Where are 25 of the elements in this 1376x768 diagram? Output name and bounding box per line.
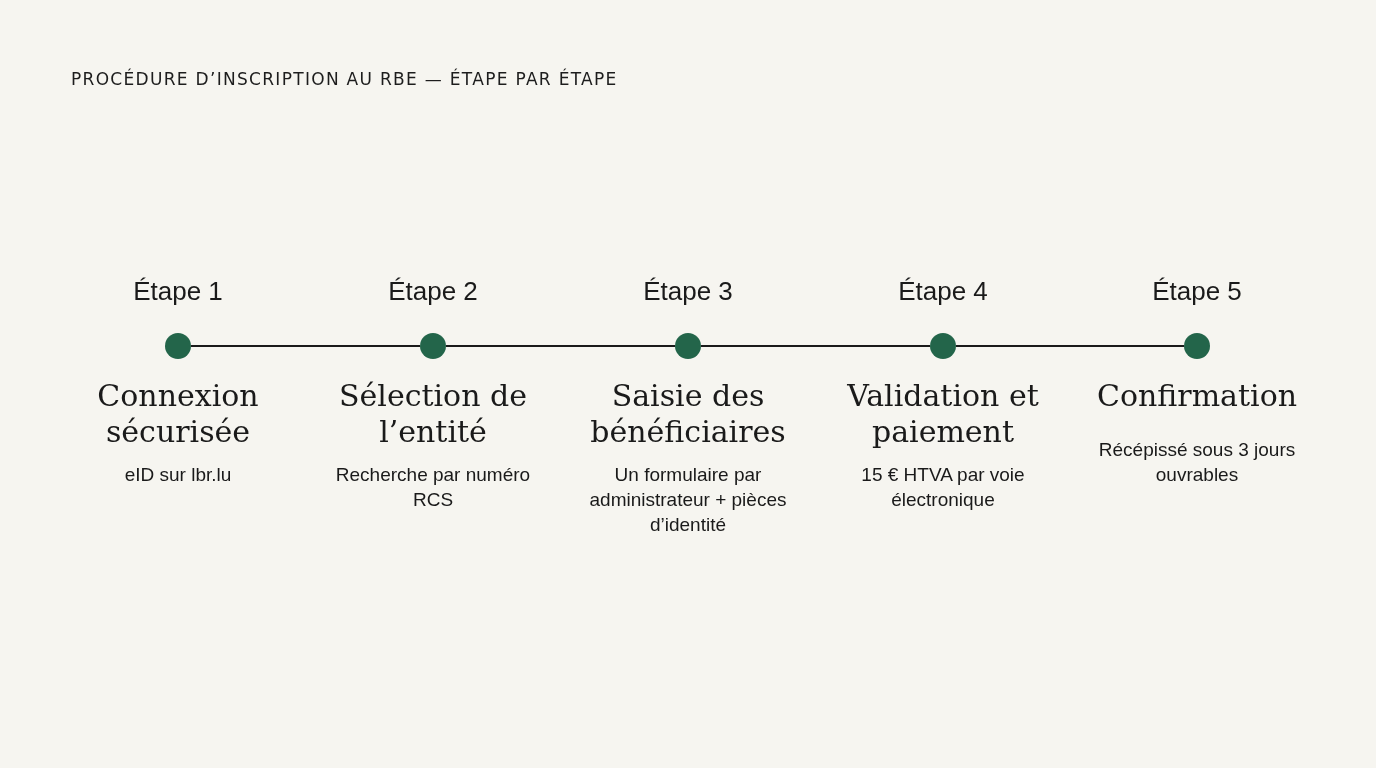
step-dot — [675, 333, 701, 359]
step-description: Récépissé sous 3 jours ouvrables — [1097, 438, 1297, 487]
diagram-title: PROCÉDURE D’INSCRIPTION AU RBE — ÉTAPE PAR ÉTAPE — [71, 69, 618, 89]
connector-line — [191, 344, 420, 348]
connector-line — [446, 344, 675, 348]
step-description: Un formulaire par administrateur + pièces d’identité — [588, 463, 788, 537]
step-title: Confirmation — [1095, 378, 1299, 414]
step-title: Saisie des bénéficiaires — [589, 378, 787, 450]
step-title: Sélection de l’entité — [338, 378, 528, 450]
step-label: Étape 5 — [1151, 276, 1243, 307]
step-label: Étape 1 — [132, 276, 224, 307]
step-title: Connexion sécurisée — [96, 378, 260, 450]
step-title: Validation et paiement — [846, 378, 1040, 450]
step-dot — [165, 333, 191, 359]
step-dot — [930, 333, 956, 359]
step-description: Recherche par numéro RCS — [334, 463, 532, 512]
connector-line — [956, 344, 1184, 348]
connector-line — [701, 344, 930, 348]
step-label: Étape 2 — [387, 276, 479, 307]
step-label: Étape 4 — [897, 276, 989, 307]
step-dot — [1184, 333, 1210, 359]
step-description: eID sur lbr.lu — [123, 463, 233, 487]
step-dot — [420, 333, 446, 359]
step-description: 15 € HTVA par voie électronique — [860, 463, 1026, 512]
step-label: Étape 3 — [642, 276, 734, 307]
